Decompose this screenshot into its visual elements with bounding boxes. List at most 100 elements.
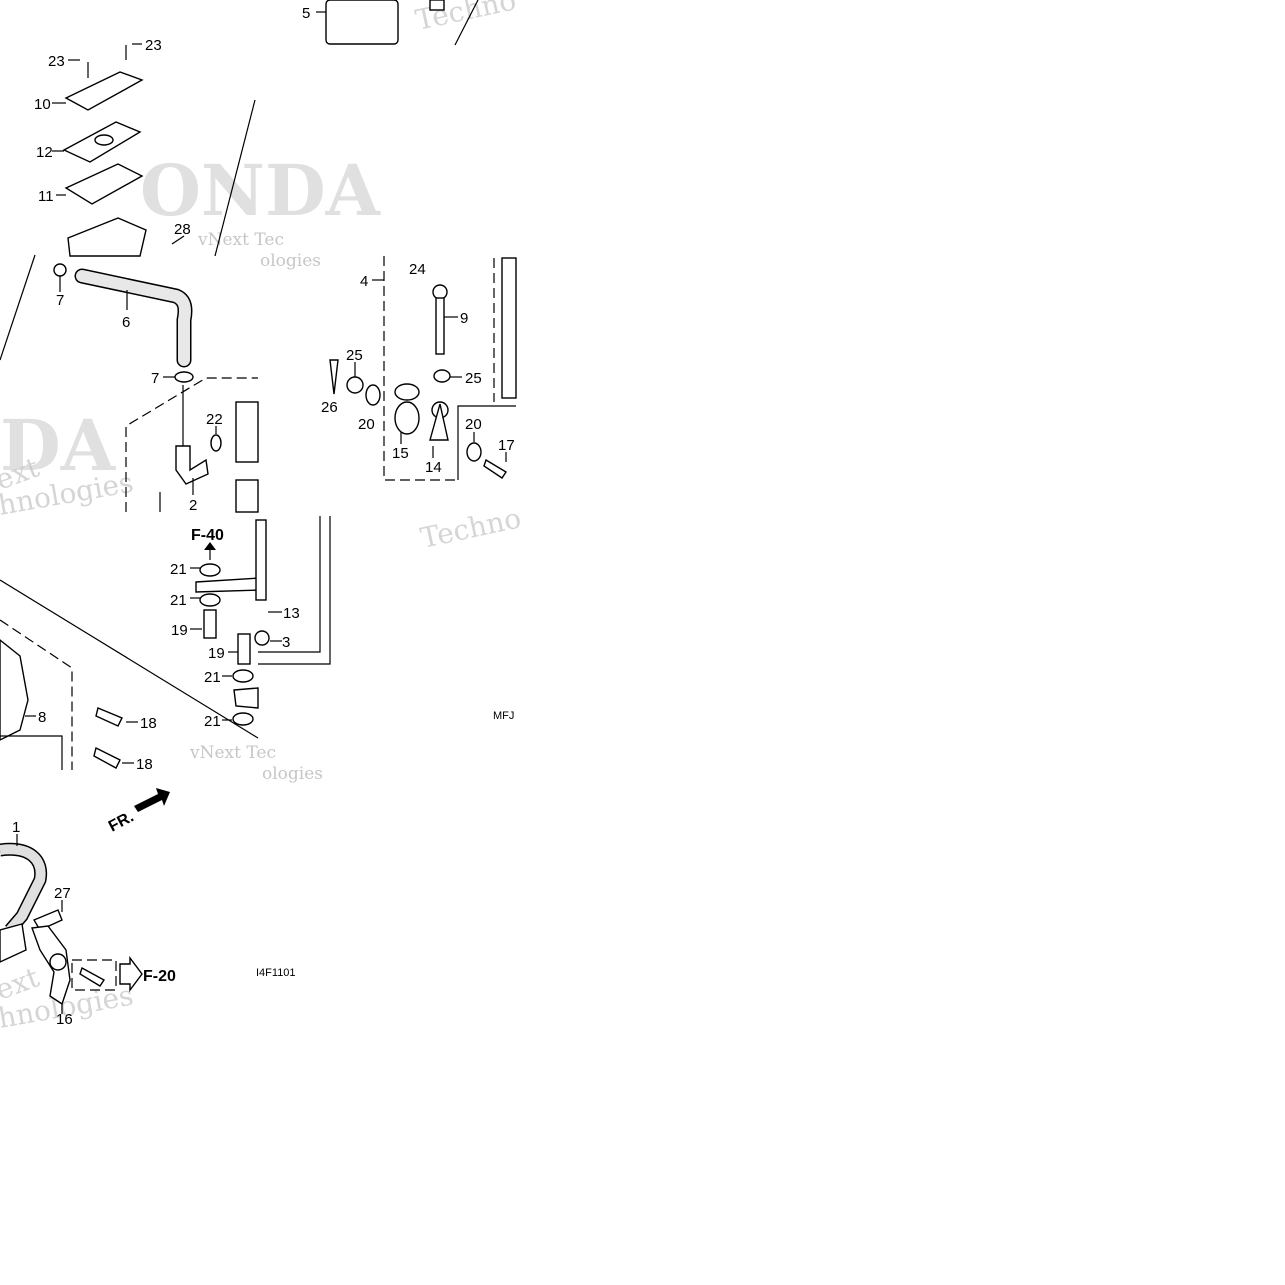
callout-9: 9 — [460, 310, 468, 327]
watermark-vnext-2: vNext Tec — [189, 743, 276, 763]
spring-13 — [255, 519, 267, 601]
lower-cylinder-assembly: FR. — [0, 619, 170, 1014]
callout-28: 28 — [174, 221, 191, 238]
callout-5: 5 — [302, 5, 310, 22]
piston-stack — [501, 257, 517, 399]
callout-23: 23 — [145, 37, 162, 54]
callout-6: 6 — [122, 314, 130, 331]
brake-pipe — [195, 577, 263, 593]
bolt-17 — [483, 458, 507, 479]
callout-12: 12 — [36, 144, 53, 161]
callout-4: 4 — [360, 273, 368, 290]
o-ring-22 — [210, 434, 222, 452]
callout-21: 21 — [170, 592, 187, 609]
callout-7: 7 — [151, 370, 159, 387]
cotter-pin — [329, 359, 339, 395]
callout-labels: 5 23 23 10 12 11 28 7 6 7 22 2 4 24 9 25… — [12, 5, 515, 1028]
hose-clip-upper — [53, 263, 67, 277]
callout-19: 19 — [171, 622, 188, 639]
callout-24: 24 — [409, 261, 426, 278]
callout-3: 3 — [282, 634, 290, 651]
reservoir-hose — [76, 270, 191, 366]
master-cylinder-top — [67, 217, 147, 257]
callout-21: 21 — [204, 669, 221, 686]
watermark-ologies-2: ologies — [262, 764, 323, 784]
callout-27: 27 — [54, 885, 71, 902]
callout-11: 11 — [38, 188, 54, 205]
bleeder-screw — [435, 297, 445, 355]
watermark-techno-2: Techno — [418, 501, 524, 554]
callout-19: 19 — [208, 645, 225, 662]
callout-21: 21 — [170, 561, 187, 578]
banjo-14 — [429, 403, 449, 441]
hose-joint — [175, 445, 209, 485]
callout-14: 14 — [425, 459, 442, 476]
callout-13: 13 — [283, 605, 300, 622]
ref-f40: F-40 — [191, 527, 224, 544]
boundary-4 — [383, 256, 458, 481]
bolt-18-a — [95, 707, 123, 727]
reference-labels: F-40 F-20 MFJ I4F1101 — [143, 527, 514, 985]
reservoir-hose-assembly — [53, 263, 259, 513]
hose-joint-lower — [0, 923, 27, 963]
banjo-15-top — [394, 383, 420, 401]
reservoir-diaphragm — [64, 163, 144, 205]
nut-25-a — [346, 376, 364, 394]
brake-line-assembly — [0, 516, 331, 739]
arrow-f40 — [204, 542, 216, 550]
banjo-bolt-19-b — [237, 633, 251, 665]
watermark-vnext-1: vNext Tec — [197, 230, 284, 250]
front-direction-arrow — [134, 788, 170, 812]
callout-18: 18 — [140, 715, 157, 732]
banjo-fitting — [233, 687, 259, 709]
callout-15: 15 — [392, 445, 409, 462]
boundary-13 — [258, 516, 331, 665]
front-label: FR. — [106, 808, 137, 835]
brake-hose — [0, 844, 46, 934]
callout-1: 1 — [12, 819, 20, 836]
washer-21-c — [232, 669, 254, 683]
frame-code-a: MFJ — [493, 710, 514, 722]
callout-17: 17 — [498, 437, 515, 454]
bolt-f20 — [79, 966, 106, 987]
boundary-8 — [0, 619, 73, 770]
reservoir-clip — [429, 0, 445, 11]
bleeder-cap — [432, 284, 448, 300]
reservoir-cap — [64, 71, 144, 111]
callout-7: 7 — [56, 292, 64, 309]
callout-20: 20 — [465, 416, 482, 433]
washer-20-a — [365, 384, 381, 406]
washer-21-b — [199, 593, 221, 607]
callout-20: 20 — [358, 416, 375, 433]
banjo-15 — [394, 401, 420, 435]
callout-25: 25 — [346, 347, 363, 364]
ref-f20: F-20 — [143, 968, 176, 985]
callout-16: 16 — [56, 1011, 73, 1028]
callout-8: 8 — [38, 709, 46, 726]
arrow-f20 — [119, 955, 143, 993]
master-cylinder-body — [235, 401, 259, 463]
cup-3 — [254, 630, 270, 646]
brand-mark-2: DA — [0, 404, 117, 487]
reservoir-body — [325, 0, 399, 45]
callout-2: 2 — [189, 497, 197, 514]
watermark-techno-1: Techno — [413, 0, 519, 37]
reservoir-assembly — [0, 0, 479, 361]
callout-25: 25 — [465, 370, 482, 387]
callout-21: 21 — [204, 713, 221, 730]
washer-20-b — [466, 442, 482, 462]
frame-code-b: I4F1101 — [256, 967, 296, 979]
washer-21-a — [199, 563, 221, 577]
boundary-3 — [258, 516, 321, 653]
caliper-fitting-assembly — [329, 256, 517, 481]
piston-spring — [235, 479, 259, 513]
bolt-18-b — [93, 746, 121, 769]
callout-22: 22 — [206, 411, 223, 428]
callout-10: 10 — [34, 96, 51, 113]
nut-25-b — [433, 369, 451, 383]
watermark-ologies-1: ologies — [260, 251, 321, 271]
master-cylinder-lower — [0, 639, 29, 741]
banjo-bolt-19-a — [203, 609, 217, 639]
